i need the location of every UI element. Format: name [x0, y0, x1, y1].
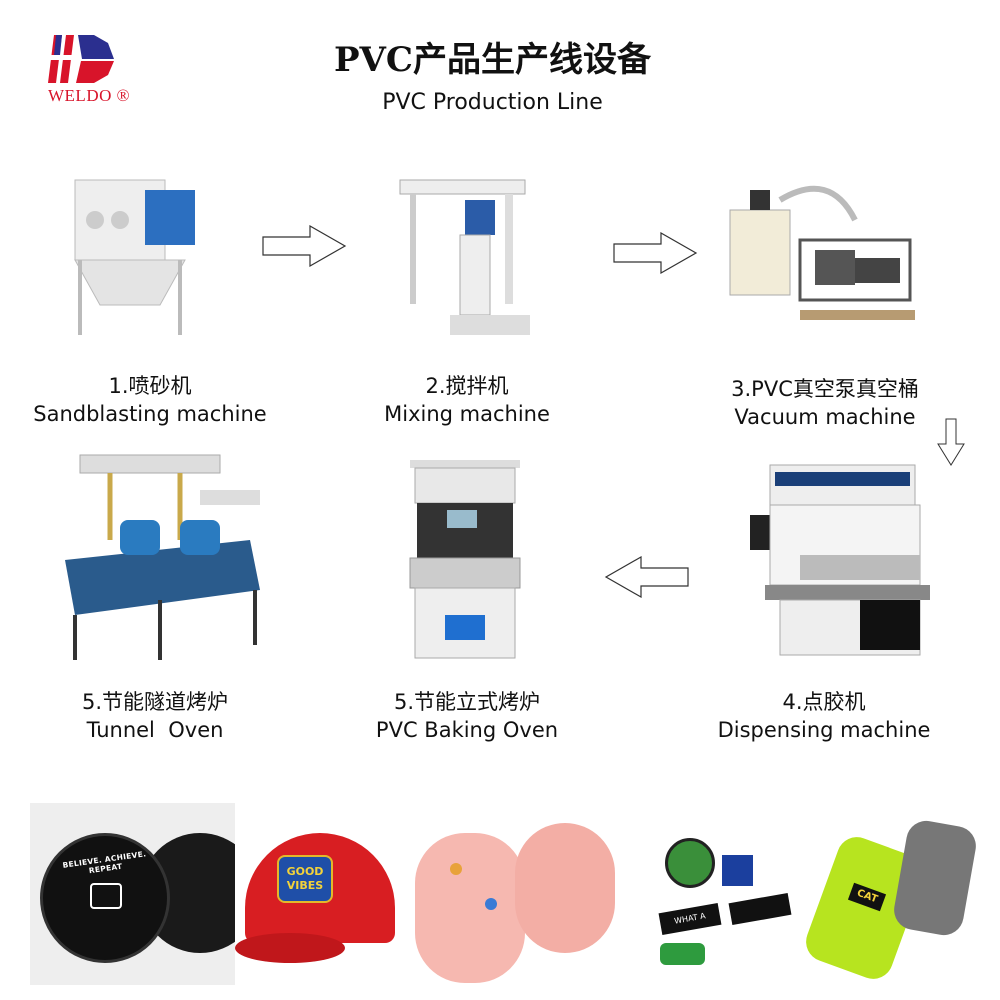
sandblasting-machine-image [74, 179, 195, 335]
tunnel-oven-image [65, 454, 260, 660]
weldo-logo [48, 35, 114, 83]
product-coaster-image: BELIEVE. ACHIEVE. REPEAT [30, 803, 235, 985]
brand-name: WELDO ® [48, 86, 131, 105]
product-keychain-image: WHAT A LEADER [630, 803, 800, 985]
mixing-machine-image [399, 179, 530, 335]
product-clog-image [410, 803, 625, 985]
vacuum-machine-image [729, 185, 915, 320]
page-subtitle: PVC Production Line [382, 90, 603, 115]
page-title: PVC产品生产线设备 [333, 40, 651, 80]
keychain-text: WHAT A LEADER [658, 902, 722, 947]
left-arrow-icon [604, 556, 689, 598]
down-arrow-icon [937, 418, 965, 466]
cap-patch-text: GOOD VIBES [277, 855, 333, 903]
product-glove-image: CAT [800, 803, 990, 985]
right-arrow-icon [613, 232, 698, 274]
right-arrow-icon [262, 225, 347, 267]
baking-oven-image [409, 460, 521, 659]
dispensing-machine-image [750, 464, 930, 656]
product-cap-image: GOOD VIBES [235, 803, 405, 985]
